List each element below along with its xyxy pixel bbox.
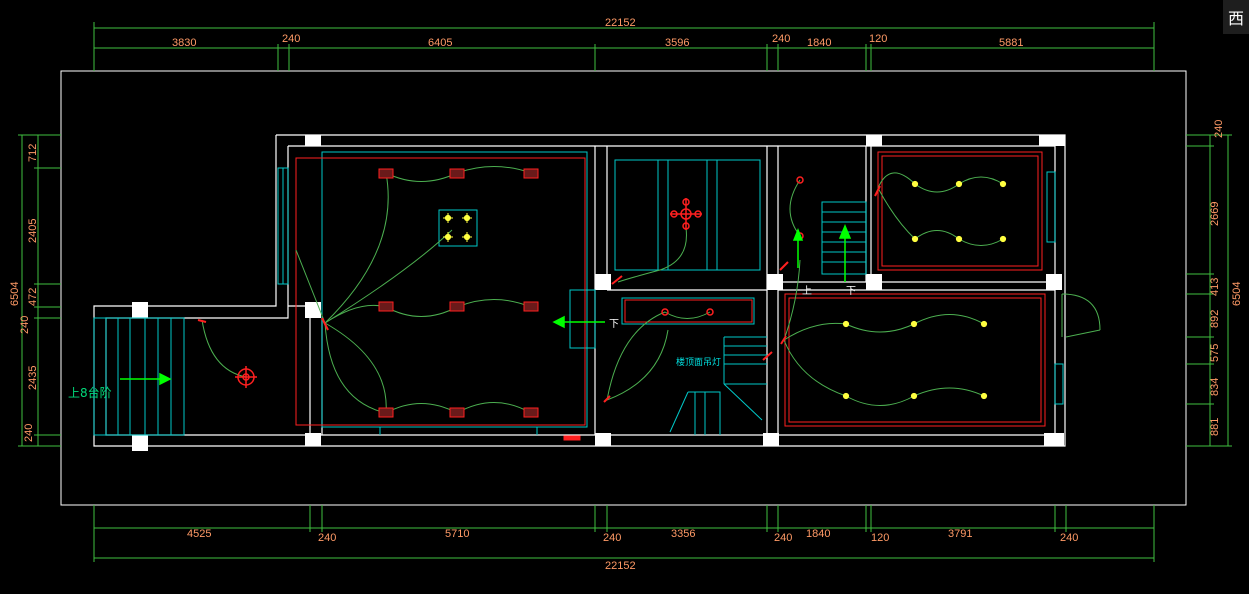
dim-bottom-1: 4525 (187, 528, 211, 540)
dim-left-1: 712 (27, 144, 39, 162)
dim-bottom-5: 3356 (671, 528, 695, 540)
dim-left-5: 2435 (27, 366, 39, 390)
downlights (378, 168, 539, 418)
dimensions-left (18, 134, 61, 447)
dim-bottom-6: 240 (774, 532, 792, 544)
dim-right-2: 2669 (1209, 202, 1221, 226)
entry-steps-label: 上8台阶 (68, 385, 112, 400)
dim-left-3: 472 (27, 288, 39, 306)
dim-left-total: 6504 (9, 282, 21, 306)
compass-label: 西 (1223, 0, 1249, 34)
dimensions-right (1186, 134, 1232, 447)
dim-bottom-3: 5710 (445, 528, 469, 540)
columns (132, 135, 1065, 451)
dim-bottom-4: 240 (603, 532, 621, 544)
switches (197, 185, 881, 403)
dimensions-top (93, 22, 1155, 71)
lamp-fixtures (444, 180, 1007, 400)
drawing-frame (60, 70, 1187, 506)
lamp-crosses (443, 213, 472, 242)
door-right (1061, 293, 1101, 338)
dim-right-total: 6504 (1231, 282, 1243, 306)
ceiling-outlines (295, 151, 1046, 441)
dim-top-3: 6405 (428, 37, 452, 49)
dim-top-1: 3830 (172, 37, 196, 49)
dim-top-6: 1840 (807, 37, 831, 49)
dim-right-3: 413 (1209, 278, 1221, 296)
dim-right-7: 881 (1209, 418, 1221, 436)
stair-light-label: 楼顶面吊灯 (676, 356, 721, 368)
dim-bottom-2: 240 (318, 532, 336, 544)
dim-top-8: 5881 (999, 37, 1023, 49)
dim-right-4: 892 (1209, 310, 1221, 328)
circuit-wiring (201, 166, 1004, 414)
down-label-center: 下 (609, 319, 619, 330)
dim-top-2: 240 (282, 33, 300, 45)
dim-bottom-9: 3791 (948, 528, 972, 540)
dimensions-bottom (93, 505, 1155, 562)
dim-top-total: 22152 (605, 17, 636, 29)
direction-arrows (120, 224, 852, 386)
chandeliers (235, 176, 804, 388)
dim-right-1: 240 (1213, 120, 1225, 138)
dim-bottom-10: 240 (1060, 532, 1078, 544)
dim-left-2: 2405 (27, 219, 39, 243)
dim-right-6: 834 (1209, 378, 1221, 396)
up-label: 上 (802, 285, 812, 297)
dim-right-5: 575 (1209, 344, 1221, 362)
dim-bottom-7: 1840 (806, 528, 830, 540)
dim-bottom-total: 22152 (605, 560, 636, 572)
dim-left-4: 240 (19, 316, 31, 334)
dim-top-5: 240 (772, 33, 790, 45)
dim-top-7: 120 (869, 33, 887, 45)
dim-bottom-8: 120 (871, 532, 889, 544)
dim-left-6: 240 (23, 424, 35, 442)
dim-top-4: 3596 (665, 37, 689, 49)
down-label-right: 下 (846, 286, 856, 297)
fixtures-cyan (93, 151, 1064, 436)
